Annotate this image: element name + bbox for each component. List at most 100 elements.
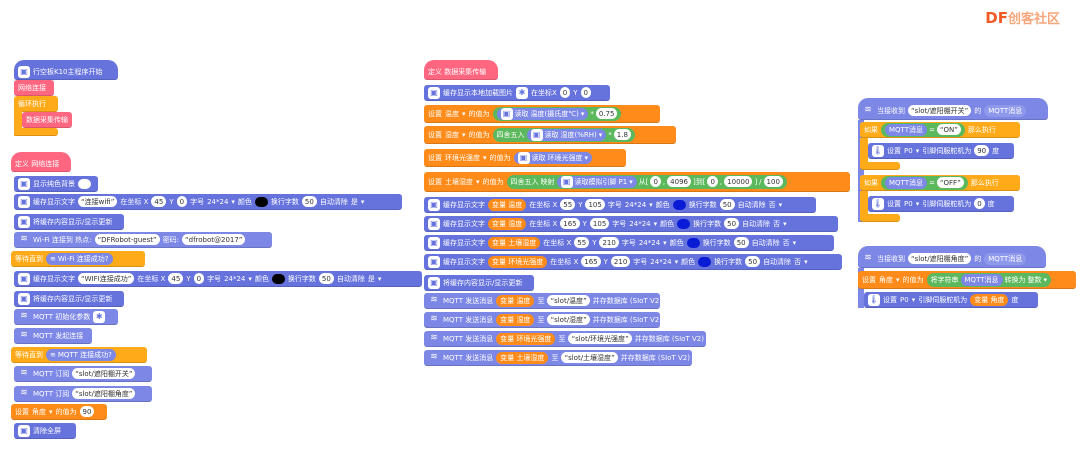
text-field[interactable]: “连接wifi” [78,196,118,207]
auto-clear-dropdown[interactable]: 是 [350,197,358,206]
set-humidity[interactable]: 设置 湿度▾ 的值为 四舍五入 ▣读取湿度(%RH)▾ * 1.8 [424,126,676,144]
var-pill[interactable]: 变量 温度 [496,294,535,307]
var-pill[interactable]: 变量 环境光强度 [496,332,556,345]
pin-dropdown[interactable]: P0 [900,295,909,304]
wrap-field[interactable]: 50 [301,196,317,207]
color-swatch[interactable] [677,218,691,229]
wait-wifi[interactable]: 等待直到 ≋Wi-Fi 连接成功? [11,251,145,267]
read-sensor[interactable]: ▣读取温度(摄氏度℃)▾ [496,107,589,120]
var-pill[interactable]: 变量 湿度 [488,217,527,230]
servo-off[interactable]: 🌡 设置 P0▾ 引脚伺服舵机为 0 度 [868,196,1014,212]
y-field[interactable]: 105 [589,218,610,229]
color-swatch[interactable] [254,196,268,207]
pin-dropdown[interactable]: P0 [904,146,913,155]
map-to-max[interactable]: 10000 [724,176,753,187]
y-field[interactable]: 210 [599,237,619,248]
wifi-connected-cond[interactable]: ≋Wi-Fi 连接成功? [46,252,113,265]
var-dropdown[interactable]: 湿度 [445,130,459,139]
x-field[interactable]: 45 [151,196,167,207]
var-dropdown[interactable]: 土壤湿度 [445,177,473,186]
var-dropdown[interactable]: 温度 [445,109,459,118]
equals-op[interactable]: MQTT消息 = “OFF” [881,175,968,190]
var-pill[interactable]: 变量 土壤湿度 [488,236,541,249]
var-pill[interactable]: 变量 土壤湿度 [496,351,549,364]
color-swatch[interactable] [271,273,285,284]
map-from-min[interactable]: 0 [650,176,661,187]
mqtt-subscribe-1[interactable]: ≋ MQTT 订阅 “slot/遮阳棚开关” [14,366,152,382]
topic-field[interactable]: “slot/土壤湿度” [561,352,618,363]
operator[interactable]: * [590,109,594,118]
auto-clear-dropdown[interactable]: 否 [794,257,802,266]
equals-op[interactable]: MQTT消息 = “ON” [881,122,965,137]
servo-angle[interactable]: 🌡 设置 P0▾ 引脚伺服舵机为 变量 角度 度 [864,292,1038,308]
x-field[interactable]: 0 [559,87,571,98]
factor-field[interactable]: 0.75 [595,108,618,119]
y-field[interactable]: 0 [176,196,188,207]
wrap-field[interactable]: 50 [719,199,735,210]
topic-field[interactable]: “slot/遮阳棚开关” [908,105,972,116]
operator[interactable]: / [759,177,762,186]
var-dropdown[interactable]: 环境光强度 [445,153,480,162]
map-to-min[interactable]: 0 [707,176,718,187]
cache-text-2[interactable]: ▣ 缓存显示文字 “WIFI连接成功” 在坐标 X 45 Y 0 字号 24*2… [14,271,422,287]
set-temp[interactable]: 设置 温度▾ 的值为 ▣读取温度(摄氏度℃)▾ * 0.75 [424,105,660,123]
mqtt-send-4[interactable]: ≋MQTT 发送消息变量 土壤湿度至“slot/土壤湿度”并存数据库 (SIoT… [424,350,692,366]
servo-on[interactable]: 🌡 设置 P0▾ 引脚伺服舵机为 90 度 [868,143,1014,159]
topic-field[interactable]: “slot/温度” [547,295,590,306]
operator[interactable]: = [928,125,935,134]
color-swatch[interactable] [698,256,712,267]
auto-clear-dropdown[interactable]: 否 [773,219,781,228]
pwd-field[interactable]: “dfrobot@2017” [181,234,246,245]
multiply-op[interactable]: ▣读取温度(摄氏度℃)▾ * 0.75 [492,106,622,121]
wait-mqtt[interactable]: 等待直到 ≋MQTT 连接成功? [11,347,147,363]
wrap-field[interactable]: 50 [745,256,761,267]
y-field[interactable]: 0 [193,273,205,284]
wrap-field[interactable]: 50 [724,218,740,229]
load-image[interactable]: ▣ 缓存显示本地加载图片 ✱ 在坐标X 0 Y 0 [424,85,610,101]
type-dropdown[interactable]: 整数 [1027,275,1042,284]
gear-icon[interactable]: ✱ [516,86,528,99]
auto-clear-dropdown[interactable]: 否 [768,200,776,209]
compare-value[interactable]: “ON” [936,124,961,135]
recv-switch-hat[interactable]: ≋ 当接收到 “slot/遮阳棚开关” 的 MQTT消息 [858,98,1048,120]
mqtt-connected-cond[interactable]: ≋MQTT 连接成功? [46,348,116,361]
color-swatch[interactable] [672,199,686,210]
topic-field[interactable]: “slot/遮阳棚角度” [908,253,972,264]
color-swatch[interactable] [686,237,700,248]
pin-dropdown[interactable]: P0 [904,199,913,208]
clear-screen[interactable]: ▣ 清除全屏 [14,423,76,439]
if-off[interactable]: 如果 MQTT消息 = “OFF” 那么执行 [860,175,1020,191]
font-dropdown[interactable]: 24*24 [629,219,651,228]
text-field[interactable]: “WIFI连接成功” [78,273,135,284]
servo-angle-field[interactable]: 90 [974,145,990,156]
refresh-1[interactable]: ▣ 将缓存内容显示/显示更新 [14,214,124,230]
if-on[interactable]: 如果 MQTT消息 = “ON” 那么执行 [860,122,1020,138]
mqtt-msg-var[interactable]: MQTT消息 [984,252,1027,265]
topic-field[interactable]: “slot/环境光强度” [568,333,632,344]
def-network-hat[interactable]: 定义 网络连接 [11,152,71,172]
font-dropdown[interactable]: 24*24 [624,200,647,209]
font-dropdown[interactable]: 24*24 [224,274,246,283]
bg-block[interactable]: ▣ 显示纯色背景 [14,176,98,192]
mqtt-send-3[interactable]: ≋MQTT 发送消息变量 环境光强度至“slot/环境光强度”并存数据库 (SI… [424,331,706,347]
y-field[interactable]: 0 [580,87,592,98]
font-dropdown[interactable]: 24*24 [207,197,229,206]
def-data-send-hat[interactable]: 定义 数据采集传输 [424,60,498,80]
operator[interactable]: * [608,130,612,139]
var-pill[interactable]: 变量 湿度 [496,313,535,326]
call-data-send[interactable]: 数据采集传输 [22,112,72,128]
var-dropdown[interactable]: 角度 [32,407,46,416]
y-field[interactable]: 105 [585,199,605,210]
refresh-3[interactable]: ▣ 将缓存内容显示/显示更新 [424,275,534,291]
recv-angle-hat[interactable]: ≋ 当接收到 “slot/遮阳棚角度” 的 MQTT消息 [858,246,1046,268]
divisor-field[interactable]: 100 [763,176,783,187]
angle-var[interactable]: 变量 角度 [970,293,1009,306]
font-dropdown[interactable]: 24*24 [650,257,672,266]
x-field[interactable]: 165 [560,218,580,229]
mqtt-connect[interactable]: ≋ MQTT 发起连接 [14,328,92,344]
auto-clear-dropdown[interactable]: 否 [782,238,790,247]
